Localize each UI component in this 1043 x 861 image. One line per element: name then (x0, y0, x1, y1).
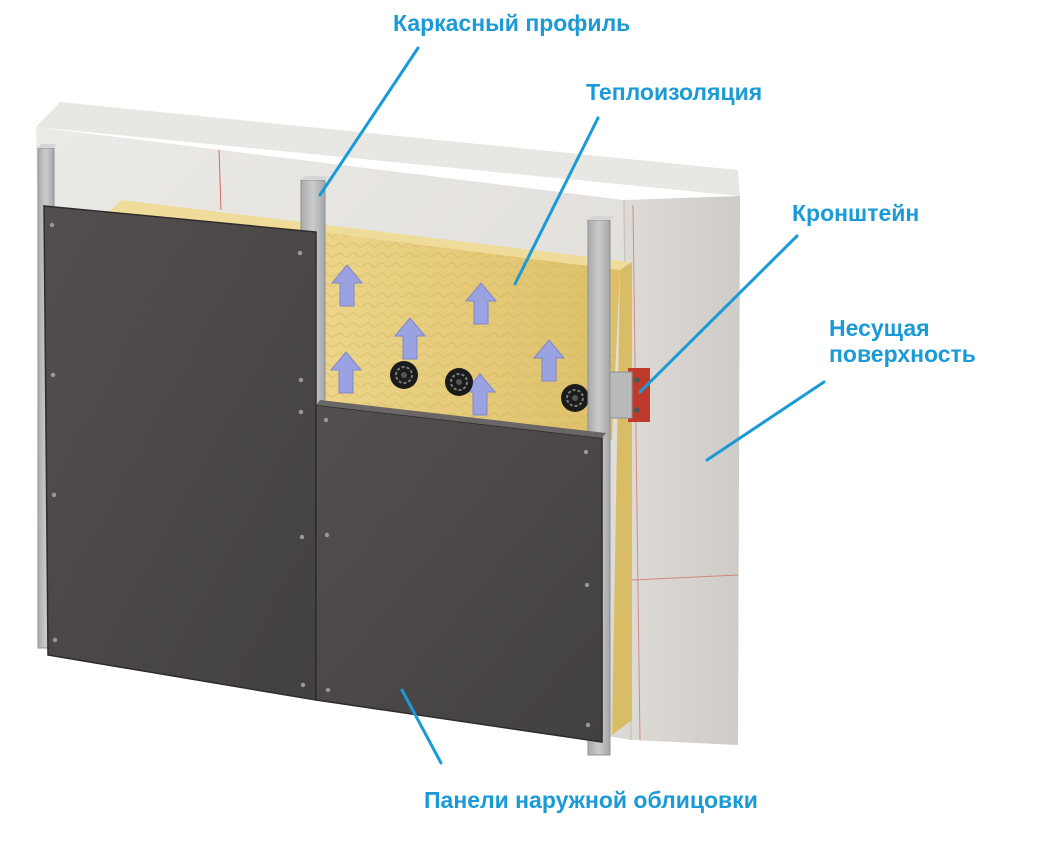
bolt-icon (634, 407, 640, 413)
cladding-panel-right-top-edge (316, 400, 606, 438)
anchor-dowel-icon (390, 361, 418, 389)
insulation-top (108, 200, 630, 270)
wall-joint-side-horizontal (630, 574, 739, 581)
label-bearing-surface: Несущая поверхность (829, 315, 976, 368)
wall-side-face (624, 196, 740, 745)
anchor-dowel-icon (561, 384, 589, 412)
anchor-dowel-icon (445, 368, 473, 396)
bracket (605, 368, 650, 422)
frame-profile-middle-top (301, 176, 329, 180)
label-cladding-panels: Панели наружной облицовки (424, 787, 758, 813)
leader-bearing-surface (705, 380, 826, 462)
cladding-panels (43, 205, 606, 743)
leader-bracket (638, 234, 799, 394)
leader-cladding-panels (400, 688, 443, 765)
arrow-up-icon (464, 282, 498, 325)
arrow-up-icon (393, 317, 427, 360)
arrow-up-icon (330, 264, 364, 307)
arrow-up-icon (532, 339, 566, 382)
insulation-block (108, 200, 632, 735)
bracket-plate (628, 368, 650, 422)
leader-insulation (513, 116, 600, 286)
cladding-panel-left (43, 205, 317, 701)
frame-profile-left-top (38, 144, 57, 148)
leader-lines (318, 46, 826, 765)
airflow-arrows (329, 264, 566, 416)
arrow-up-icon (329, 351, 363, 394)
label-bearing-surface-line2: поверхность (829, 340, 976, 367)
leader-frame-profile (318, 46, 420, 197)
label-frame-profile: Каркасный профиль (393, 10, 631, 36)
insulation-texture (320, 232, 620, 440)
frame-profile-right-top (588, 216, 614, 220)
cladding-panel-right (315, 404, 603, 743)
bolt-icon (634, 377, 640, 383)
label-insulation: Теплоизоляция (586, 79, 763, 105)
insulation-anchors (390, 361, 589, 412)
wall-joint-vertical (218, 149, 222, 211)
wall-top-face (36, 102, 740, 196)
label-bracket: Кронштейн (792, 200, 920, 226)
label-bearing-surface-line1: Несущая (829, 315, 930, 341)
panel-rivets (49, 222, 591, 728)
wall-joint-side-vertical (632, 204, 641, 741)
